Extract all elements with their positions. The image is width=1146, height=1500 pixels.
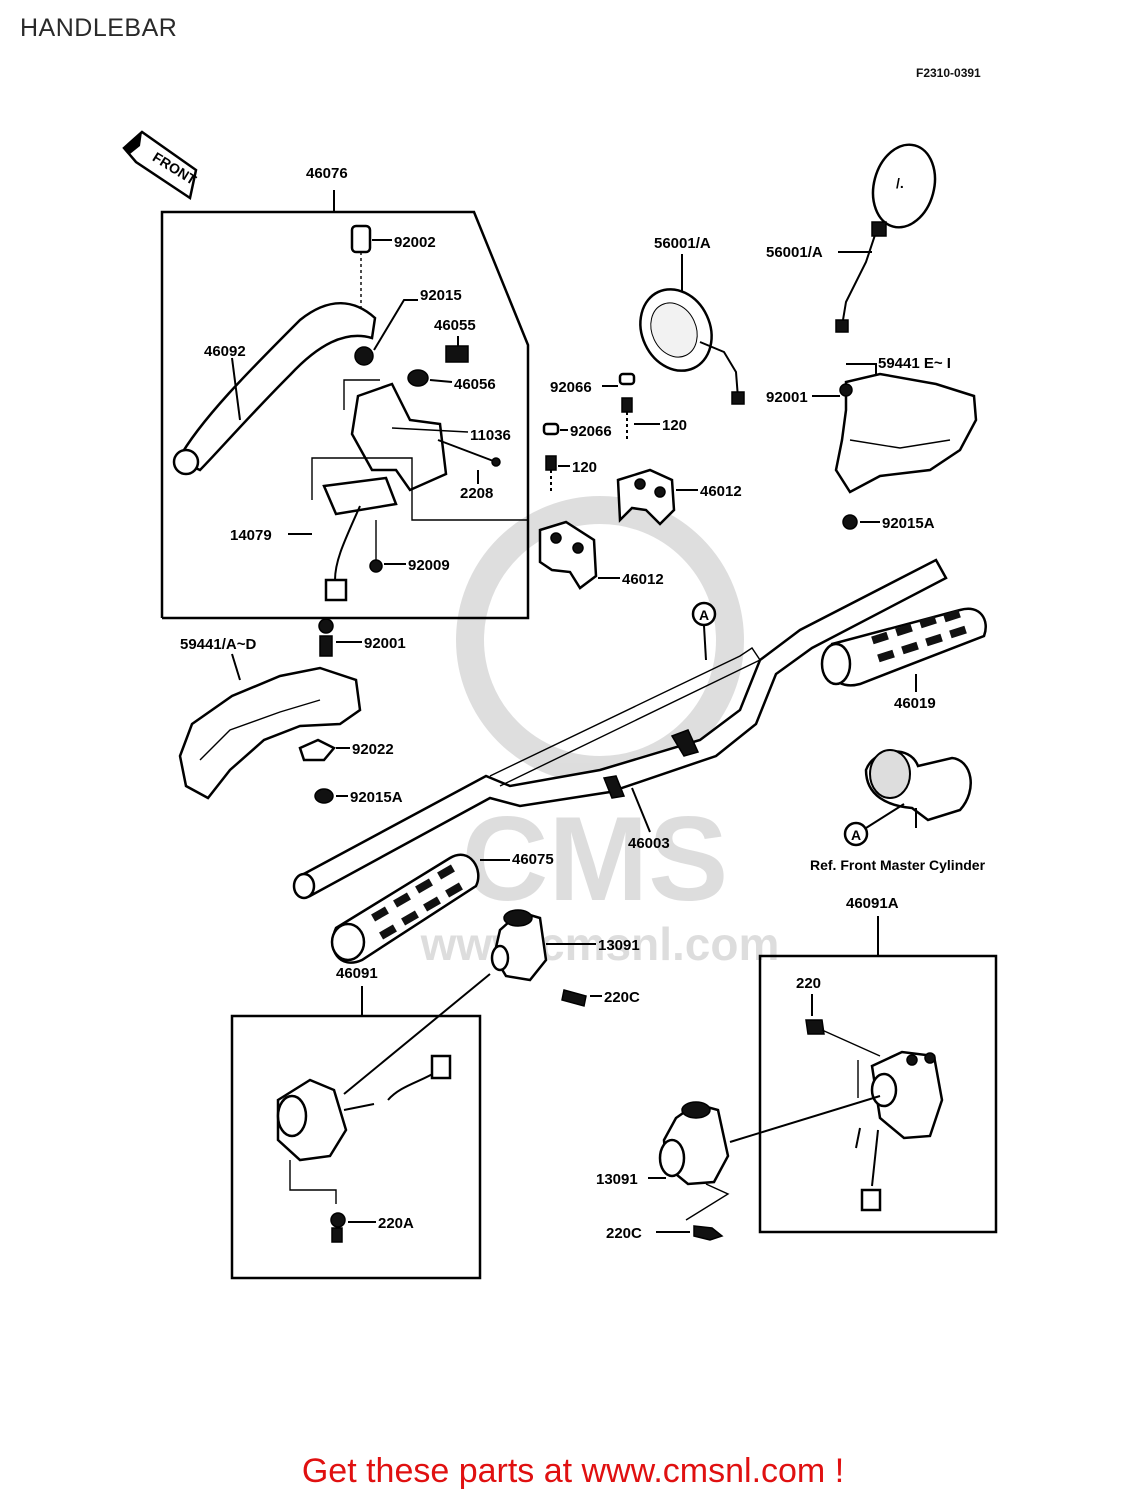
part-92015 [354,346,374,366]
part-59441a-guard [178,666,362,800]
part-11036-holder [350,382,448,492]
switch-assembly-46091a: 46091A 220 [758,895,998,1234]
label-46092: 46092 [204,343,246,360]
part-14079-switch [322,476,398,516]
callout-a-ref-letter: A [851,827,861,843]
assembly-box-46091a [758,954,998,1234]
figure-code: F2310-0391 [916,66,981,80]
label-92001-right: 92001 [766,389,808,406]
part-46056 [407,369,429,387]
label-92015a-right: 92015A [882,515,935,532]
label-59441e: 59441 E~ I [878,355,951,372]
label-46012-a: 46012 [700,483,742,500]
part-2208 [491,457,501,467]
guard-left-59441a: 59441/A~D 92001 92022 92015A [178,618,406,806]
label-92002: 92002 [394,234,436,251]
clamps-46012: 46012 46012 [538,468,742,590]
label-13091-b: 13091 [596,1171,638,1188]
assembly-box-46091 [230,1014,482,1280]
part-46055 [445,345,469,363]
guard-right-59441e: 59441 E~ I 92001 92015A [766,355,978,532]
label-13091-a: 13091 [598,937,640,954]
part-59441e-guard [834,372,978,494]
part-92002 [350,224,372,254]
grip-46075: 46075 [330,851,554,964]
part-220a [330,1212,346,1228]
handlebar-46003: 46003 A [292,558,948,900]
page-title: HANDLEBAR [20,14,178,42]
label-120-a: 120 [662,417,687,434]
part-mirror-right [871,143,937,229]
label-14079: 14079 [230,527,272,544]
label-2208: 2208 [460,485,493,502]
label-92066-a: 92066 [550,379,592,396]
part-92015a-right [842,514,858,530]
clamp-13091-lower: 13091 220C [596,1095,881,1242]
lever-assembly-46076: 46076 92002 46092 92015 46055 46056 1103… [160,165,530,620]
label-46075: 46075 [512,851,554,868]
label-92022: 92022 [352,741,394,758]
label-46055: 46055 [434,317,476,334]
label-46076: 46076 [306,165,348,182]
part-46092-lever [176,302,377,472]
clamp-13091-upper: 13091 220C [490,909,640,1007]
label-11036: 11036 [470,427,511,444]
label-220a: 220A [378,1215,414,1232]
switch-assembly-46091: 46091 220A [230,965,491,1280]
part-220c-b [693,1225,724,1241]
label-92001-left: 92001 [364,635,406,652]
part-220c-a [561,989,587,1007]
label-92066-b: 92066 [570,423,612,440]
label-46012-b: 46012 [622,571,664,588]
callout-a-bar-letter: A [699,607,709,623]
promo-link[interactable]: Get these parts at www.cmsnl.com ! [301,1452,845,1490]
callout-a-ref [843,821,869,847]
svg-text:/.: /. [896,175,904,191]
label-220: 220 [796,975,821,992]
label-ref-master-cylinder: Ref. Front Master Cylinder [810,857,986,873]
label-92015a-left: 92015A [350,789,403,806]
label-92015: 92015 [420,287,462,304]
label-46056: 46056 [454,376,496,393]
label-56001a-left: 56001/A [654,235,711,252]
callout-a-bar [691,601,717,627]
part-46012-lower [538,520,598,590]
label-220c-a: 220C [604,989,640,1006]
part-handlebar [298,558,948,898]
label-46091: 46091 [336,965,378,982]
bolts-92066-120: 92066 120 92066 120 [542,372,687,494]
part-92022 [298,738,336,762]
label-220c-b: 220C [606,1225,642,1242]
part-92009 [369,559,383,573]
part-92015a-left [314,788,334,804]
assembly-box-46076 [160,210,530,620]
label-46091a: 46091A [846,895,899,912]
grip-46019: 46019 [820,607,987,712]
mirror-right-56001a: /. 56001/A [766,143,937,333]
watermark-url: www.cmsnl.com [420,918,780,970]
label-56001a-right: 56001/A [766,244,823,261]
label-92009: 92009 [408,557,450,574]
label-59441a: 59441/A~D [180,636,256,653]
master-cylinder-ref: A Ref. Front Master Cylinder [810,749,986,873]
label-46003: 46003 [628,835,670,852]
part-220 [805,1019,825,1035]
label-46019: 46019 [894,695,936,712]
mirror-left-56001a: 56001/A [639,235,745,405]
front-arrow: FRONT [122,130,200,201]
label-120-b: 120 [572,459,597,476]
part-46012-upper [616,468,676,526]
part-46091a-switch [870,1050,944,1140]
